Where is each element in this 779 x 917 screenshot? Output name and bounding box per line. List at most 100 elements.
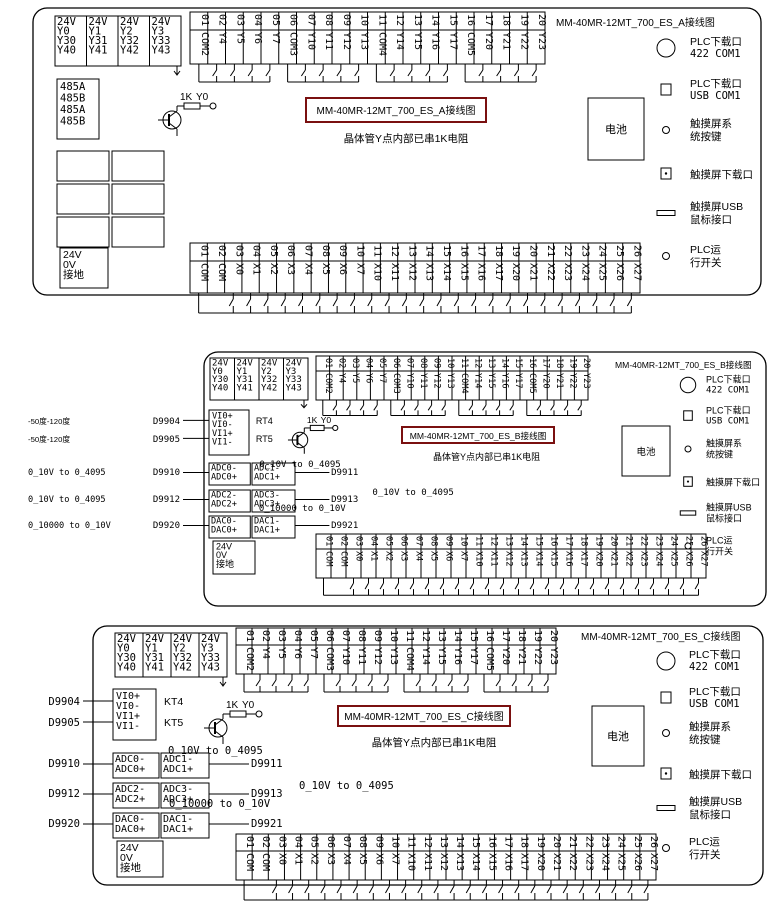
terminal-number: 02 [260,630,271,642]
terminal-label: X6 [444,551,454,561]
dac-range-label: 0_10000 to 0_10V [259,504,346,514]
power-label: 0V [216,550,227,560]
terminal-label: Y20 [540,373,550,389]
terminal-label: Y6 [292,647,303,659]
terminal-label: Y13 [388,647,399,665]
power-label: 0V [120,852,133,864]
terminal-number: 19 [594,536,604,546]
terminal-number: 06 [399,536,409,546]
y-mapping-label: Y3 [152,26,165,38]
switch-contact [578,885,584,894]
switch-contact [514,885,520,894]
terminal-number: 19 [532,630,543,642]
switch-contact [478,69,484,77]
switch-contact [320,885,326,894]
vi-terminal-box [208,409,250,456]
terminal-label: X23 [562,263,573,281]
terminal-label: X0 [233,263,244,275]
terminal-number: 21 [545,245,556,257]
terminal-number: 12 [489,536,499,546]
blank-module [56,183,110,215]
switch-contact [679,582,684,590]
terminal-label: X27 [648,853,659,871]
switch-contact [449,885,455,894]
terminal-number: 23 [654,536,664,546]
y-mapping-label: Y33 [152,35,171,47]
switch-contact [557,298,563,307]
switch-contact [513,69,519,77]
terminal-number: 19 [568,358,578,368]
y-mapping-label: 24V [57,16,77,28]
terminal-label: COM3 [288,32,299,56]
terminal-label: COM2 [323,373,333,394]
d-register-label: D9921 [251,818,283,830]
y-mapping-label: Y31 [237,375,253,385]
terminal-number: 12 [389,245,400,257]
switch-contact [495,404,501,411]
terminal-label: X25 [616,853,627,871]
touch-download-icon [683,476,693,487]
battery-box [621,425,671,477]
touch-usb-icon [656,805,676,811]
terminal-label: COM [324,551,334,567]
rs485-label: 485A [60,104,86,116]
switch-contact [540,298,546,307]
terminal-number: 02 [216,245,227,257]
y-mapping-label: Y40 [212,383,228,393]
panel-outline [92,625,764,886]
power-label: 接地 [216,558,234,569]
switch-contact [419,298,425,307]
terminal-label: COM [216,263,227,281]
terminal-label: X5 [429,551,439,561]
terminal-number: 24 [616,836,627,848]
run-switch-sublabel: 行开关 [689,848,721,861]
y0-label: Y0 [196,92,209,103]
run-switch-icon [662,252,670,260]
terminal-label: X10 [474,551,484,567]
terminal-label: X4 [303,263,314,275]
analog-label: ADC1+ [254,472,280,482]
rs485-label: 485B [60,116,85,128]
switch-contact [367,679,373,687]
switch-contact [384,298,390,307]
switch-contact [589,582,594,590]
y-mapping-label: Y42 [261,383,277,393]
battery-label: 电池 [607,730,629,743]
switch-contact [604,582,609,590]
y-mapping-label: Y30 [57,35,76,47]
terminal-number: 13 [438,836,449,848]
port-422-icon [656,651,676,671]
rs485-label: 485B [60,93,85,105]
y-mapping-label: Y2 [261,367,272,377]
rs485-label: 485A [60,81,86,93]
switch-contact [562,885,568,894]
switch-contact [247,69,253,77]
terminal-label: Y13 [359,32,370,50]
y-mapping-label: Y41 [89,45,108,57]
terminal-label: X11 [422,853,433,871]
switch-contact [280,298,286,307]
power-label: 0V [63,259,76,271]
switch-contact [431,679,437,687]
d-register-label: D9904 [48,696,80,708]
terminal-label: Y4 [336,373,346,383]
terminal-number: 18 [579,536,589,546]
terminal-number: 20 [528,245,539,257]
terminal-label: Y6 [364,373,374,383]
y-mapping-label: Y32 [261,375,277,385]
terminal-number: 11 [474,536,484,546]
switch-contact [484,582,489,590]
terminal-label: Y21 [554,373,564,389]
model-box-label: MM-40MR-12MT_700_ES_C接线图 [344,710,504,723]
terminal-dot-icon [255,710,263,718]
switch-contact [263,298,269,307]
terminal-number: 25 [632,836,643,848]
terminal-label: COM5 [484,647,495,671]
terminal-label: Y23 [536,32,547,50]
terminal-label: X2 [384,551,394,561]
resistor-label: 1K [226,700,239,711]
analog-terminal-box [112,812,160,839]
terminal-label: X15 [458,263,469,281]
terminal-number: 25 [684,536,694,546]
plc-422-label: PLC下载口 [689,649,741,661]
